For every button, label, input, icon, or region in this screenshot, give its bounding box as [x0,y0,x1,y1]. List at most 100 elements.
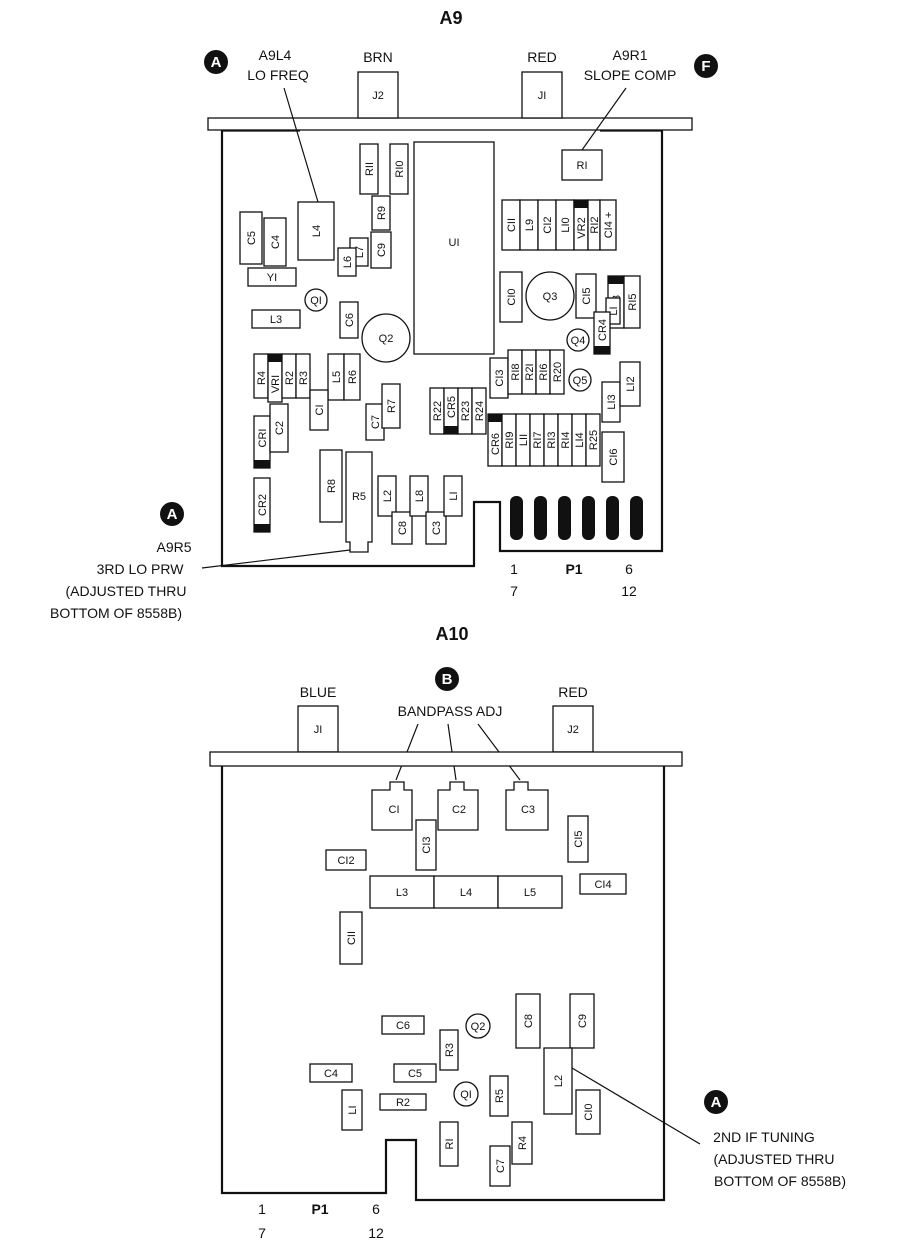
svg-text:C4: C4 [324,1068,338,1080]
a9-c14 [599,199,617,251]
a10-callout-a: A 2ND IF TUNING (ADJUSTED THRU BOTTOM OF… [571,1067,846,1189]
svg-text:C7: C7 [495,1159,507,1173]
svg-text:CI3: CI3 [494,369,506,386]
svg-text:R2: R2 [284,371,296,385]
a9-pin-7: 7 [510,583,518,599]
a9-plug-label: P1 [565,561,582,577]
svg-text:CI: CI [389,804,400,816]
svg-text:RII: RII [364,162,376,176]
svg-text:R2: R2 [396,1097,410,1109]
svg-text:CII: CII [346,931,358,945]
svg-text:L2: L2 [382,490,394,502]
a9-l6 [337,247,357,277]
svg-text:L5: L5 [331,371,343,383]
svg-text:C2: C2 [274,421,286,435]
a10-r4 [511,1121,533,1165]
svg-text:J2: J2 [372,90,384,102]
svg-text:Q2: Q2 [379,333,394,345]
svg-text:R6: R6 [347,370,359,384]
svg-text:C7: C7 [370,415,382,429]
svg-text:B: B [442,671,453,688]
a9-r15 [623,275,641,329]
svg-text:C5: C5 [246,231,258,245]
a10-wire-blue: BLUE [300,684,337,700]
a9-r25 [585,413,601,467]
a9-l1 [443,475,463,517]
svg-text:C6: C6 [344,313,356,327]
a9-connector-j2: J2 [357,71,399,119]
svg-text:LI2: LI2 [625,376,637,391]
svg-text:L7: L7 [354,246,366,258]
svg-text:SLOPE COMP: SLOPE COMP [584,67,677,83]
svg-text:R5: R5 [352,491,366,503]
a9-r8 [319,449,343,523]
a9-c4 [263,217,287,267]
a9-l12 [619,361,641,407]
a10-pin-1: 1 [258,1201,266,1217]
svg-text:CII: CII [506,218,518,232]
svg-text:A9L4: A9L4 [259,47,292,63]
a10-r1 [439,1121,459,1167]
a10-plug-label: P1 [311,1201,328,1217]
a9-r7 [381,383,401,429]
svg-text:CI5: CI5 [573,830,585,847]
a9-q1 [304,288,328,312]
a9-r1 [561,149,603,181]
svg-text:C2: C2 [452,804,466,816]
svg-text:RI4: RI4 [560,431,572,448]
svg-text:RI7: RI7 [532,431,544,448]
svg-text:RI0: RI0 [394,160,406,177]
a9-c15 [575,273,597,319]
a10-l2 [543,1047,573,1115]
svg-text:CR6: CR6 [490,433,502,455]
a10-c15 [567,815,589,863]
svg-text:L5: L5 [524,887,536,899]
a10-wire-red: RED [558,684,588,700]
a9-title: A9 [439,8,462,28]
a10-c5 [393,1063,437,1083]
svg-text:C8: C8 [397,521,409,535]
a9-r6 [343,353,361,401]
a10-c7 [489,1145,511,1187]
svg-text:Q4: Q4 [571,335,586,347]
a10-c13 [415,819,437,871]
svg-text:C4: C4 [270,235,282,249]
a9-c2 [269,403,289,453]
svg-text:LII: LII [518,434,530,446]
a10-connector-j1: JI [297,705,339,753]
a9-l8 [409,475,429,517]
a9-callout-a-bottom: A A9R5 3RD LO PRW (ADJUSTED THRU BOTTOM … [50,502,351,621]
svg-text:RI9: RI9 [504,431,516,448]
a10-connector-j2: J2 [552,705,594,753]
svg-text:J2: J2 [567,724,579,736]
a9-pin-1: 1 [510,561,518,577]
svg-text:RI: RI [577,160,588,172]
svg-text:(ADJUSTED THRU: (ADJUSTED THRU [713,1151,834,1167]
a10-pin-7: 7 [258,1225,266,1241]
svg-text:CR5: CR5 [446,396,458,418]
svg-text:C9: C9 [577,1014,589,1028]
svg-text:RI3: RI3 [546,431,558,448]
svg-text:R3: R3 [298,371,310,385]
svg-text:CI5: CI5 [581,287,593,304]
svg-text:CI6: CI6 [608,448,620,465]
a9-l2 [377,475,397,517]
svg-text:LO FREQ: LO FREQ [247,67,309,83]
a9-r3 [295,353,311,399]
svg-text:LI: LI [448,491,460,500]
svg-text:R4: R4 [256,371,268,385]
svg-text:BOTTOM OF 8558B): BOTTOM OF 8558B) [50,605,182,621]
a9-u1 [413,141,495,355]
a9-board-outline [220,130,664,568]
svg-text:LI3: LI3 [606,394,618,409]
svg-text:BOTTOM OF 8558B): BOTTOM OF 8558B) [714,1173,846,1189]
a10-c8 [515,993,541,1049]
svg-text:R4: R4 [517,1136,529,1150]
svg-text:C3: C3 [521,804,535,816]
a9-r20 [549,349,565,395]
svg-text:R20: R20 [552,362,564,382]
svg-text:CI2: CI2 [337,855,354,867]
a9-c1 [309,389,329,431]
svg-text:VR2: VR2 [576,217,588,238]
